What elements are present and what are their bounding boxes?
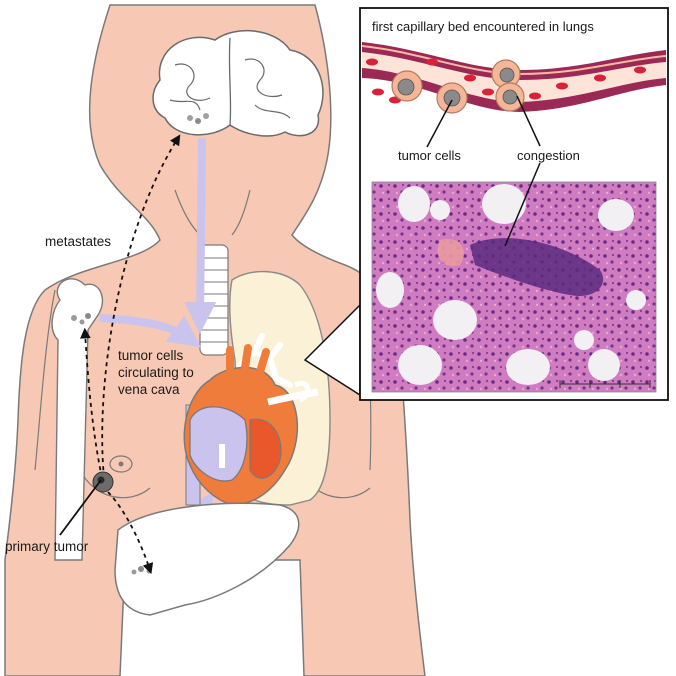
circulating-label-line1: tumor cells — [118, 348, 184, 363]
congestion-leader — [516, 95, 541, 147]
tumor-cells-leader — [426, 99, 453, 148]
tumor-cells-label: tumor cells — [398, 148, 461, 163]
heart — [183, 344, 319, 506]
primary-tumor-label: primary tumor — [5, 539, 89, 554]
humerus-bone — [51, 278, 103, 561]
path-to-liver — [107, 491, 154, 575]
path-to-bone — [80, 327, 103, 479]
brain — [152, 29, 324, 137]
brain-to-heart-flow — [184, 137, 217, 334]
metastates-label: metastates — [45, 234, 111, 249]
path-to-brain — [101, 134, 181, 479]
congested-vessel — [470, 238, 604, 296]
left-arm-contour — [34, 289, 56, 471]
circulating-label-line2: circulating to — [118, 365, 194, 380]
arm-to-heart-flow — [99, 314, 201, 348]
circulating-label-line3: vena cava — [118, 382, 180, 397]
primary-tumor — [59, 471, 114, 536]
red-blood-cells — [366, 58, 646, 104]
inset-title: first capillary bed encountered in lungs — [372, 19, 594, 34]
congestion-label: congestion — [517, 148, 580, 163]
congestion-pointer — [504, 162, 541, 247]
liver — [114, 502, 300, 616]
metastasis-paths — [80, 134, 181, 575]
pulmonary-flow — [267, 388, 319, 406]
inset-panel: first capillary bed encountered in lungs — [359, 7, 669, 401]
histology-micrograph — [372, 182, 656, 392]
